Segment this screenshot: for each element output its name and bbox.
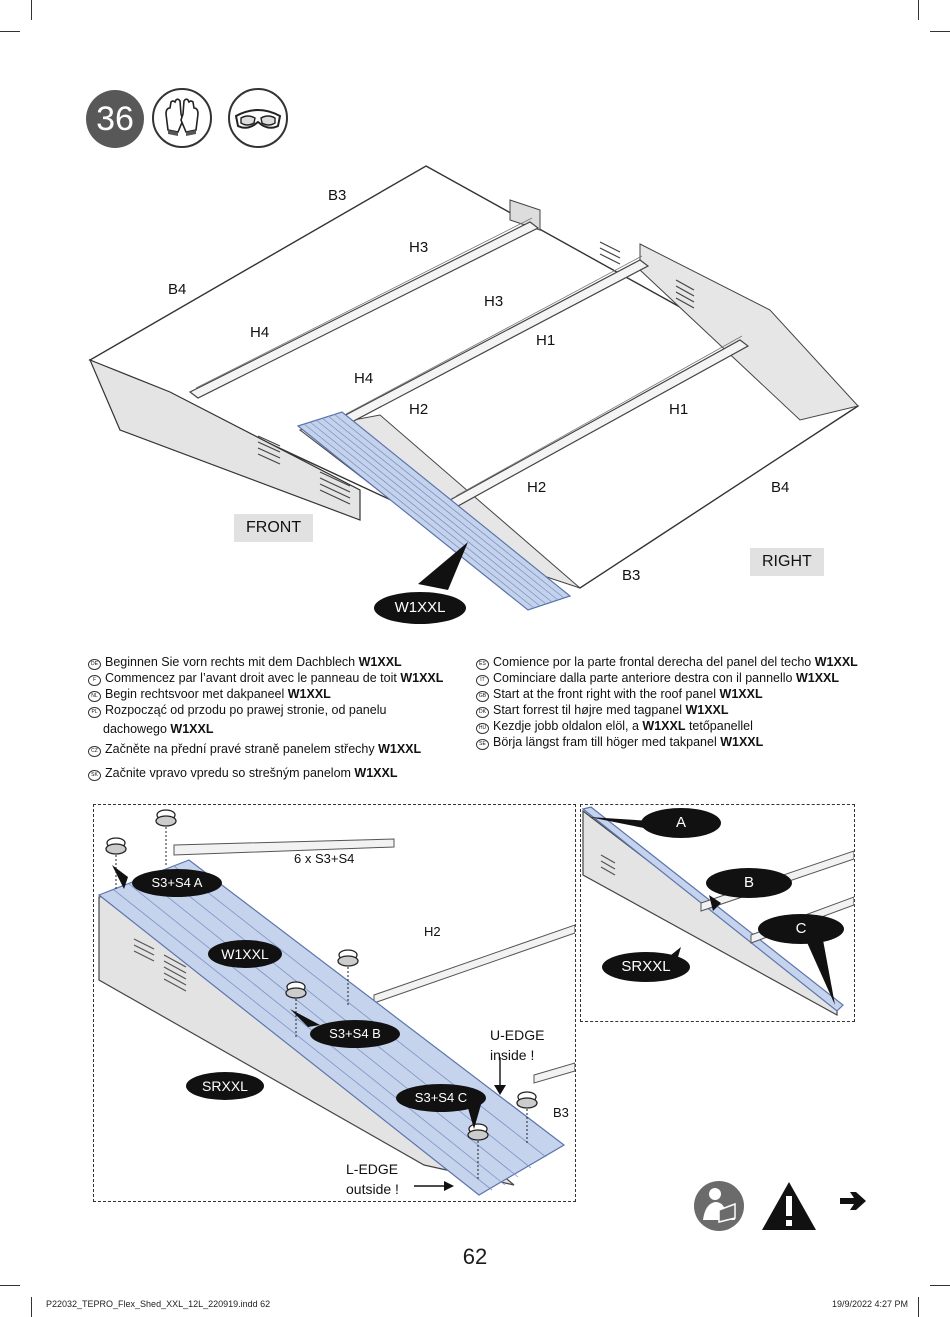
detail-screws-box (93, 804, 576, 1202)
screw-callout-c: S3+S4 C (396, 1084, 486, 1112)
next-arrow-icon (840, 1192, 866, 1210)
part-label-h4: H4 (354, 370, 374, 387)
front-label: FRONT (234, 514, 314, 542)
right-label: RIGHT (750, 548, 824, 576)
side-panel-srxxl (582, 809, 838, 1017)
detail-edge-box (580, 804, 855, 1022)
part-label-h3: H3 (409, 239, 429, 256)
part-label-h2: H2 (409, 401, 429, 418)
roof-assembly-diagram (88, 165, 860, 611)
side-panel-callout: SRXXL (186, 1072, 264, 1100)
part-label-h4: H4 (250, 324, 270, 341)
footer-date: 19/9/2022 4:27 PM (832, 1299, 909, 1309)
detail-edge-diagram (581, 806, 854, 1017)
crop-mark (0, 31, 20, 32)
screw-quantity-label: 6 x S3+S4 (294, 851, 355, 866)
gloves-icon (152, 88, 212, 148)
part-label-b4: B4 (168, 281, 187, 298)
panel-callout: W1XXL (208, 940, 282, 968)
rail-label-h2: H2 (424, 924, 441, 939)
rail-h4 (188, 221, 540, 399)
part-label-b3: B3 (622, 567, 641, 584)
crop-mark (930, 1285, 950, 1286)
read-manual-icon (694, 1181, 744, 1231)
warning-icon (762, 1182, 816, 1230)
part-label-h3: H3 (484, 293, 504, 310)
crop-mark (918, 1297, 919, 1317)
part-label-b4: B4 (771, 479, 790, 496)
part-label-h1: H1 (536, 332, 556, 349)
part-label-h1: H1 (669, 401, 689, 418)
part-label-h2: H2 (527, 479, 547, 496)
edge-callout-a: A (641, 808, 721, 838)
part-label-b3: B3 (328, 187, 347, 204)
front-gable-wall (88, 358, 361, 521)
goggles-icon (228, 88, 288, 148)
screw (105, 809, 538, 1141)
instruction-line: dachowego W1XXL (103, 722, 214, 736)
page-number: 62 (462, 1244, 488, 1269)
roof-panel-callout: W1XXL (374, 592, 466, 624)
roof-panel-w1xxl (296, 411, 572, 611)
crop-mark (31, 1297, 32, 1317)
step-number-badge: 36 (86, 90, 144, 148)
crop-mark (930, 31, 950, 32)
crop-mark (31, 0, 32, 20)
crop-mark (918, 0, 919, 20)
screw-callout-b: S3+S4 B (310, 1020, 400, 1048)
gable-post (509, 199, 541, 231)
edge-callout-c: C (758, 914, 844, 944)
edge-callout-b: B (706, 868, 792, 898)
rail-label-b3: B3 (553, 1105, 569, 1120)
footer-file-info: P22032_TEPRO_Flex_Shed_XXL_12L_220919.in… (46, 1299, 271, 1309)
side-panel-callout: SRXXL (602, 952, 690, 982)
crop-mark (0, 1285, 20, 1286)
screw-callout-a: S3+S4 A (132, 869, 222, 897)
